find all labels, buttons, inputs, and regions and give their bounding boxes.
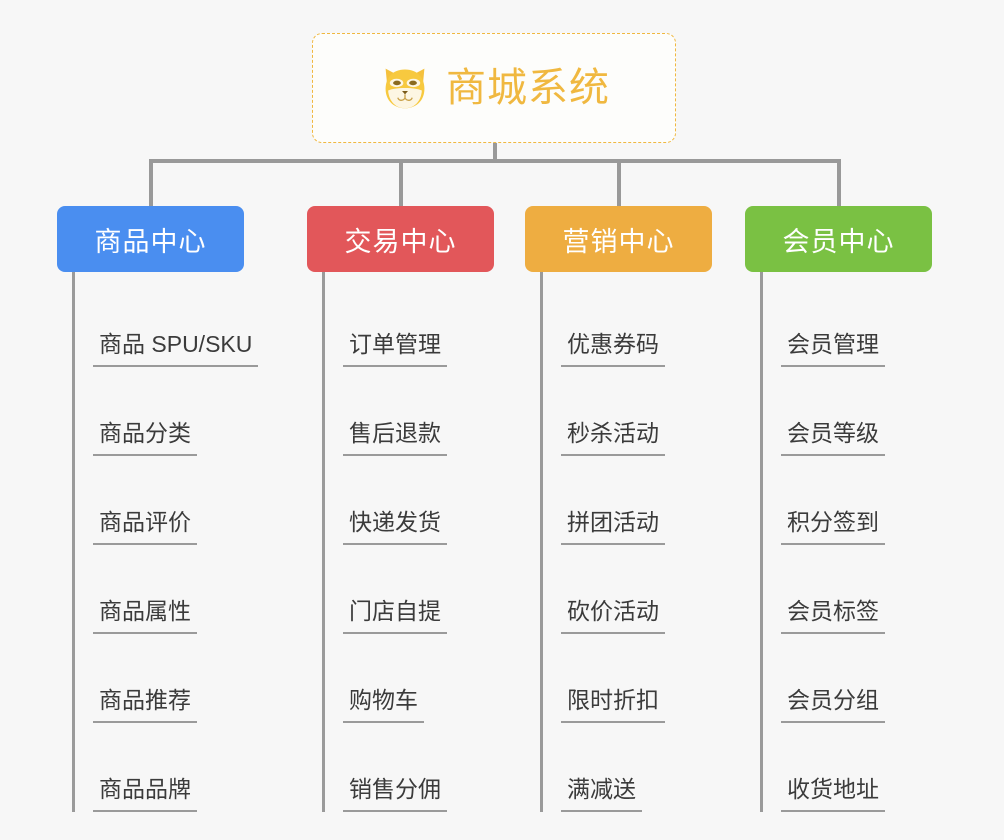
leaf-label: 门店自提 [343,597,447,634]
leaf-item[interactable]: 会员等级 [781,367,970,456]
branch-header-2[interactable]: 交易中心 [307,206,494,272]
leaf-list-4: 会员管理 会员等级 积分签到 会员标签 会员分组 收货地址 [760,272,970,812]
leaf-item[interactable]: 收货地址 [781,723,970,812]
connector-drop-2 [399,159,403,207]
leaf-label: 砍价活动 [561,597,665,634]
leaf-item[interactable]: 售后退款 [343,367,532,456]
leaf-label: 销售分佣 [343,775,447,812]
connector-horizontal-bar [149,159,841,163]
root-title: 商城系统 [446,66,610,110]
connector-root-stem [493,143,497,163]
branch-header-label: 营销中心 [562,226,675,257]
leaf-item[interactable]: 砍价活动 [561,545,750,634]
leaf-item[interactable]: 商品评价 [93,456,282,545]
leaf-label: 售后退款 [343,419,447,456]
leaf-item[interactable]: 商品属性 [93,545,282,634]
root-node[interactable]: 商城系统 [312,33,676,143]
branch-header-4[interactable]: 会员中心 [745,206,932,272]
leaf-item[interactable]: 限时折扣 [561,634,750,723]
leaf-label: 限时折扣 [561,686,665,723]
leaf-item[interactable]: 优惠券码 [561,278,750,367]
leaf-item[interactable]: 会员分组 [781,634,970,723]
branch-column-1: 商品中心 商品 SPU/SKU 商品分类 商品评价 商品属性 商品推荐 商品品牌 [57,206,282,812]
leaf-item[interactable]: 会员标签 [781,545,970,634]
branch-header-label: 商品中心 [94,226,207,257]
leaf-label: 商品 SPU/SKU [93,330,259,367]
leaf-label: 满减送 [561,775,642,812]
leaf-label: 优惠券码 [561,330,665,367]
branch-header-label: 会员中心 [782,226,895,257]
branch-column-4: 会员中心 会员管理 会员等级 积分签到 会员标签 会员分组 收货地址 [745,206,970,812]
leaf-item[interactable]: 商品推荐 [93,634,282,723]
leaf-label: 会员分组 [781,686,885,723]
leaf-item[interactable]: 商品分类 [93,367,282,456]
leaf-item[interactable]: 商品 SPU/SKU [93,278,282,367]
leaf-item[interactable]: 快递发货 [343,456,532,545]
leaf-item[interactable]: 购物车 [343,634,532,723]
leaf-label: 会员管理 [781,330,885,367]
leaf-label: 商品品牌 [93,775,197,812]
leaf-list-1: 商品 SPU/SKU 商品分类 商品评价 商品属性 商品推荐 商品品牌 [72,272,282,812]
branch-header-1[interactable]: 商品中心 [57,206,244,272]
branch-header-label: 交易中心 [344,226,457,257]
leaf-label: 快递发货 [343,508,447,545]
leaf-item[interactable]: 秒杀活动 [561,367,750,456]
leaf-label: 秒杀活动 [561,419,665,456]
leaf-list-3: 优惠券码 秒杀活动 拼团活动 砍价活动 限时折扣 满减送 [540,272,750,812]
leaf-item[interactable]: 积分签到 [781,456,970,545]
leaf-item[interactable]: 会员管理 [781,278,970,367]
leaf-item[interactable]: 满减送 [561,723,750,812]
connector-drop-3 [617,159,621,207]
leaf-label: 拼团活动 [561,508,665,545]
connector-drop-4 [837,159,841,207]
branch-column-2: 交易中心 订单管理 售后退款 快递发货 门店自提 购物车 销售分佣 [307,206,532,812]
leaf-label: 会员标签 [781,597,885,634]
leaf-item[interactable]: 商品品牌 [93,723,282,812]
leaf-label: 购物车 [343,686,424,723]
leaf-label: 订单管理 [343,330,447,367]
leaf-item[interactable]: 销售分佣 [343,723,532,812]
leaf-label: 商品分类 [93,419,197,456]
leaf-label: 商品属性 [93,597,197,634]
leaf-label: 商品推荐 [93,686,197,723]
leaf-item[interactable]: 门店自提 [343,545,532,634]
shiba-dog-face-icon [385,68,425,109]
leaf-item[interactable]: 拼团活动 [561,456,750,545]
branch-column-3: 营销中心 优惠券码 秒杀活动 拼团活动 砍价活动 限时折扣 满减送 [525,206,750,812]
leaf-list-2: 订单管理 售后退款 快递发货 门店自提 购物车 销售分佣 [322,272,532,812]
leaf-label: 会员等级 [781,419,885,456]
connector-drop-1 [149,159,153,207]
leaf-item[interactable]: 订单管理 [343,278,532,367]
branch-header-3[interactable]: 营销中心 [525,206,712,272]
leaf-label: 商品评价 [93,508,197,545]
leaf-label: 收货地址 [781,775,885,812]
leaf-label: 积分签到 [781,508,885,545]
